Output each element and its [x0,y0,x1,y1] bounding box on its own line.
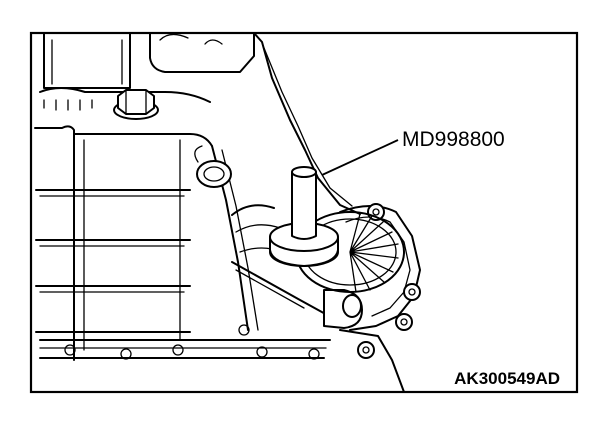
seal-bore [295,211,405,293]
tool-callout-label: MD998800 [402,128,505,151]
mount-boss [323,289,363,329]
hex-bolt [113,89,159,120]
special-tool [269,166,339,267]
oil-port [194,145,232,188]
transmission-case [34,32,421,393]
figure-code: AK300549AD [454,369,560,388]
callout-leader [321,139,399,176]
case-bolt-ears [357,203,421,359]
figure-border [29,31,579,394]
flange-bolt-holes [64,324,320,360]
